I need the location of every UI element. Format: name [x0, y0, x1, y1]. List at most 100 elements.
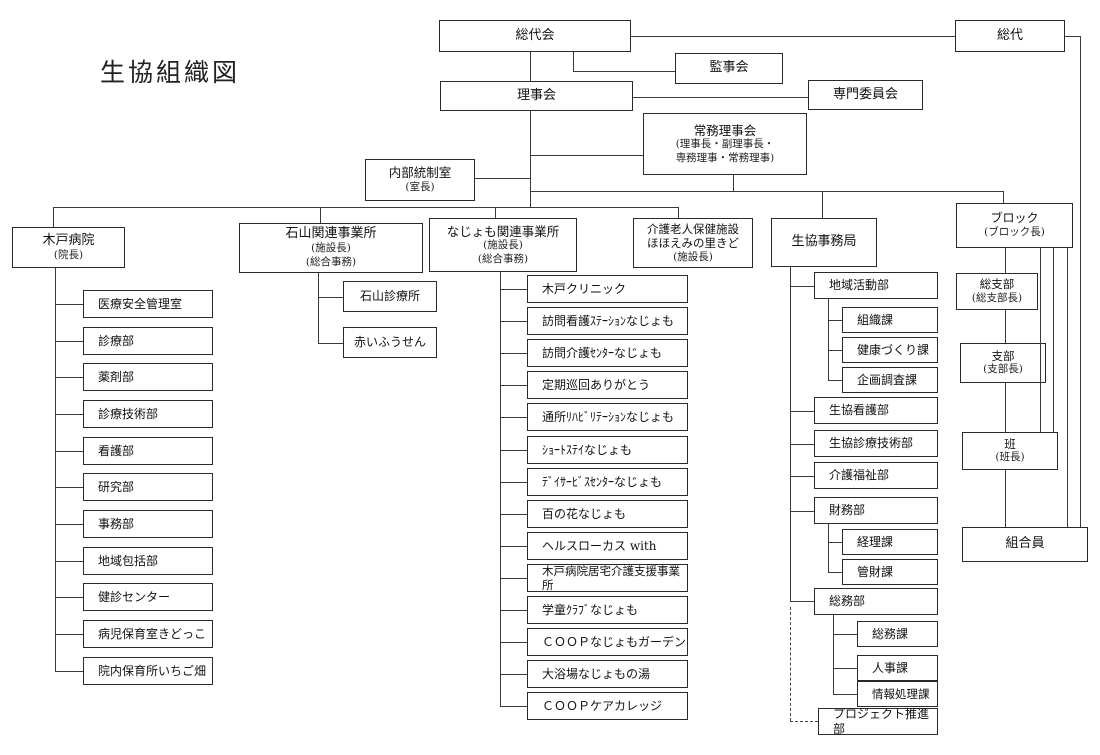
org-node-sodaikai: 総代会 — [439, 20, 631, 52]
connector-line — [790, 267, 791, 601]
org-node-najomo-office: なじょも関連事業所(施設長)(総合事務) — [429, 218, 577, 272]
connector-line — [475, 178, 530, 179]
org-node-label: 人事課 — [872, 660, 909, 675]
connector-line — [530, 155, 643, 156]
connector-line — [1067, 248, 1068, 527]
org-node-ka-keiri: 経理課 — [842, 529, 938, 555]
org-node-subtitle: (支部長) — [983, 363, 1023, 376]
org-node-label: ブロック — [990, 211, 1039, 226]
org-node-label: 総務課 — [872, 626, 909, 641]
org-node-label: 総代会 — [515, 27, 555, 43]
org-node-label: 木戸病院 — [42, 232, 95, 248]
org-node-label: 病児保育室きどっこ — [98, 626, 207, 641]
connector-line — [790, 286, 814, 287]
org-node-label: 地域包括部 — [98, 553, 159, 568]
org-node-kido-3: 薬剤部 — [83, 363, 213, 391]
org-node-najomo-13: 大浴場なじょもの湯 — [527, 660, 688, 688]
org-node-label: 診療部 — [98, 333, 135, 348]
org-node-project-suishin: プロジェクト推進部 — [818, 707, 938, 736]
org-node-label: 監事会 — [709, 60, 749, 76]
connector-line — [530, 111, 531, 207]
org-node-kido-5: 看護部 — [83, 437, 213, 465]
org-node-najomo-11: 学童ｸﾗﾌﾞなじょも — [527, 596, 688, 624]
connector-line — [500, 642, 527, 643]
org-node-ka-jinji: 人事課 — [857, 655, 938, 681]
connector-line — [55, 597, 83, 598]
connector-line — [1053, 248, 1054, 432]
org-node-label: 木戸クリニック — [542, 281, 627, 296]
connector-line — [1065, 36, 1080, 37]
org-node-ka-joho: 情報処理課 — [857, 681, 938, 707]
org-node-ka-kenko: 健康づくり課 — [842, 337, 938, 363]
org-node-label: 学童ｸﾗﾌﾞなじょも — [542, 602, 639, 617]
org-node-dept-kaigo-fukushi: 介護福祉部 — [814, 462, 938, 489]
connector-line — [500, 289, 527, 290]
connector-line — [318, 343, 343, 344]
org-node-label: 事務部 — [98, 516, 135, 531]
org-node-najomo-3: 訪問介護ｾﾝﾀｰなじょも — [527, 339, 688, 367]
connector-line — [530, 52, 531, 81]
connector-line — [53, 207, 678, 208]
org-node-label: 生協看護部 — [829, 403, 890, 417]
org-node-label: 百の花なじょも — [542, 506, 627, 521]
connector-line — [573, 52, 574, 71]
org-node-najomo-2: 訪問看護ｽﾃｰｼｮﾝなじょも — [527, 307, 688, 335]
connector-line — [500, 385, 527, 386]
org-node-label: 地域活動部 — [829, 278, 890, 292]
connector-line — [500, 578, 527, 579]
org-node-label: 内部統制室 — [388, 165, 452, 181]
org-node-najomo-6: ｼｮｰﾄｽﾃｲなじょも — [527, 436, 688, 464]
org-node-label: 総務部 — [829, 594, 866, 608]
org-node-ka-kikaku: 企画調査課 — [842, 367, 938, 393]
connector-line — [500, 450, 527, 451]
org-node-label: 介護老人保健施設 — [647, 221, 739, 236]
connector-line — [500, 482, 527, 483]
org-node-senmon-iinkai: 専門委員会 — [808, 80, 923, 110]
connector-line — [828, 572, 842, 573]
org-node-najomo-7: ﾃﾞｲｻｰﾋﾞｽｾﾝﾀｰなじょも — [527, 468, 688, 496]
org-node-ishiyama-office: 石山関連事業所(施設長)(総合事務) — [239, 223, 423, 273]
connector-line — [1040, 248, 1041, 432]
org-node-label: 介護福祉部 — [829, 468, 890, 482]
connector-line — [55, 671, 83, 672]
connector-line — [55, 634, 83, 635]
connector-line — [55, 304, 83, 305]
org-node-ishiyama-2: 赤いふうせん — [343, 327, 437, 358]
org-node-label: 総支部 — [979, 277, 1015, 292]
org-node-kido-byoin: 木戸病院(院長) — [12, 227, 125, 268]
org-node-label: 通所ﾘﾊﾋﾞﾘﾃｰｼｮﾝなじょも — [542, 409, 675, 424]
connector-line — [1003, 191, 1004, 203]
org-node-label: 生協診療技術部 — [829, 436, 914, 450]
org-node-kumiaiin: 組合員 — [962, 527, 1088, 562]
org-node-ka-somu: 総務課 — [857, 621, 938, 647]
connector-line — [500, 353, 527, 354]
org-node-label: 支部 — [991, 348, 1015, 363]
connector-line — [833, 694, 857, 695]
org-node-label: 診療技術部 — [98, 406, 159, 421]
org-node-soshibu: 総支部(総支部長) — [956, 273, 1038, 310]
page-title: 生協組織図 — [100, 58, 241, 87]
connector-line — [495, 207, 496, 218]
org-node-jomu-rijikai: 常務理事会(理事長・副理事長・専務理事・常務理事) — [643, 113, 807, 175]
org-node-label: 看護部 — [98, 443, 135, 458]
org-node-najomo-10: 木戸病院居宅介護支援事業所 — [527, 564, 688, 592]
connector-line — [55, 561, 83, 562]
org-node-najomo-4: 定期巡回ありがとう — [527, 371, 688, 399]
org-node-subtitle: (施設長) — [483, 239, 523, 252]
connector-line — [790, 411, 814, 412]
org-node-kido-7: 事務部 — [83, 510, 213, 538]
connector-line — [500, 674, 527, 675]
org-node-label: 情報処理課 — [872, 686, 930, 701]
org-node-najomo-8: 百の花なじょも — [527, 500, 688, 528]
org-node-kido-1: 医療安全管理室 — [83, 290, 213, 318]
org-node-label: 健診センター — [98, 589, 171, 604]
connector-line — [500, 610, 527, 611]
org-node-najomo-9: ヘルスローカス with — [527, 532, 688, 560]
org-node-ka-kanzai: 管財課 — [842, 559, 938, 585]
org-node-rijikai: 理事会 — [440, 81, 633, 111]
org-node-label: ｼｮｰﾄｽﾃｲなじょも — [542, 442, 633, 457]
org-node-seikyo-jimukyoku: 生協事務局 — [771, 218, 877, 267]
connector-line — [1005, 470, 1006, 527]
org-node-label: 専門委員会 — [832, 86, 898, 102]
org-node-subtitle: (総合事務) — [477, 252, 529, 265]
